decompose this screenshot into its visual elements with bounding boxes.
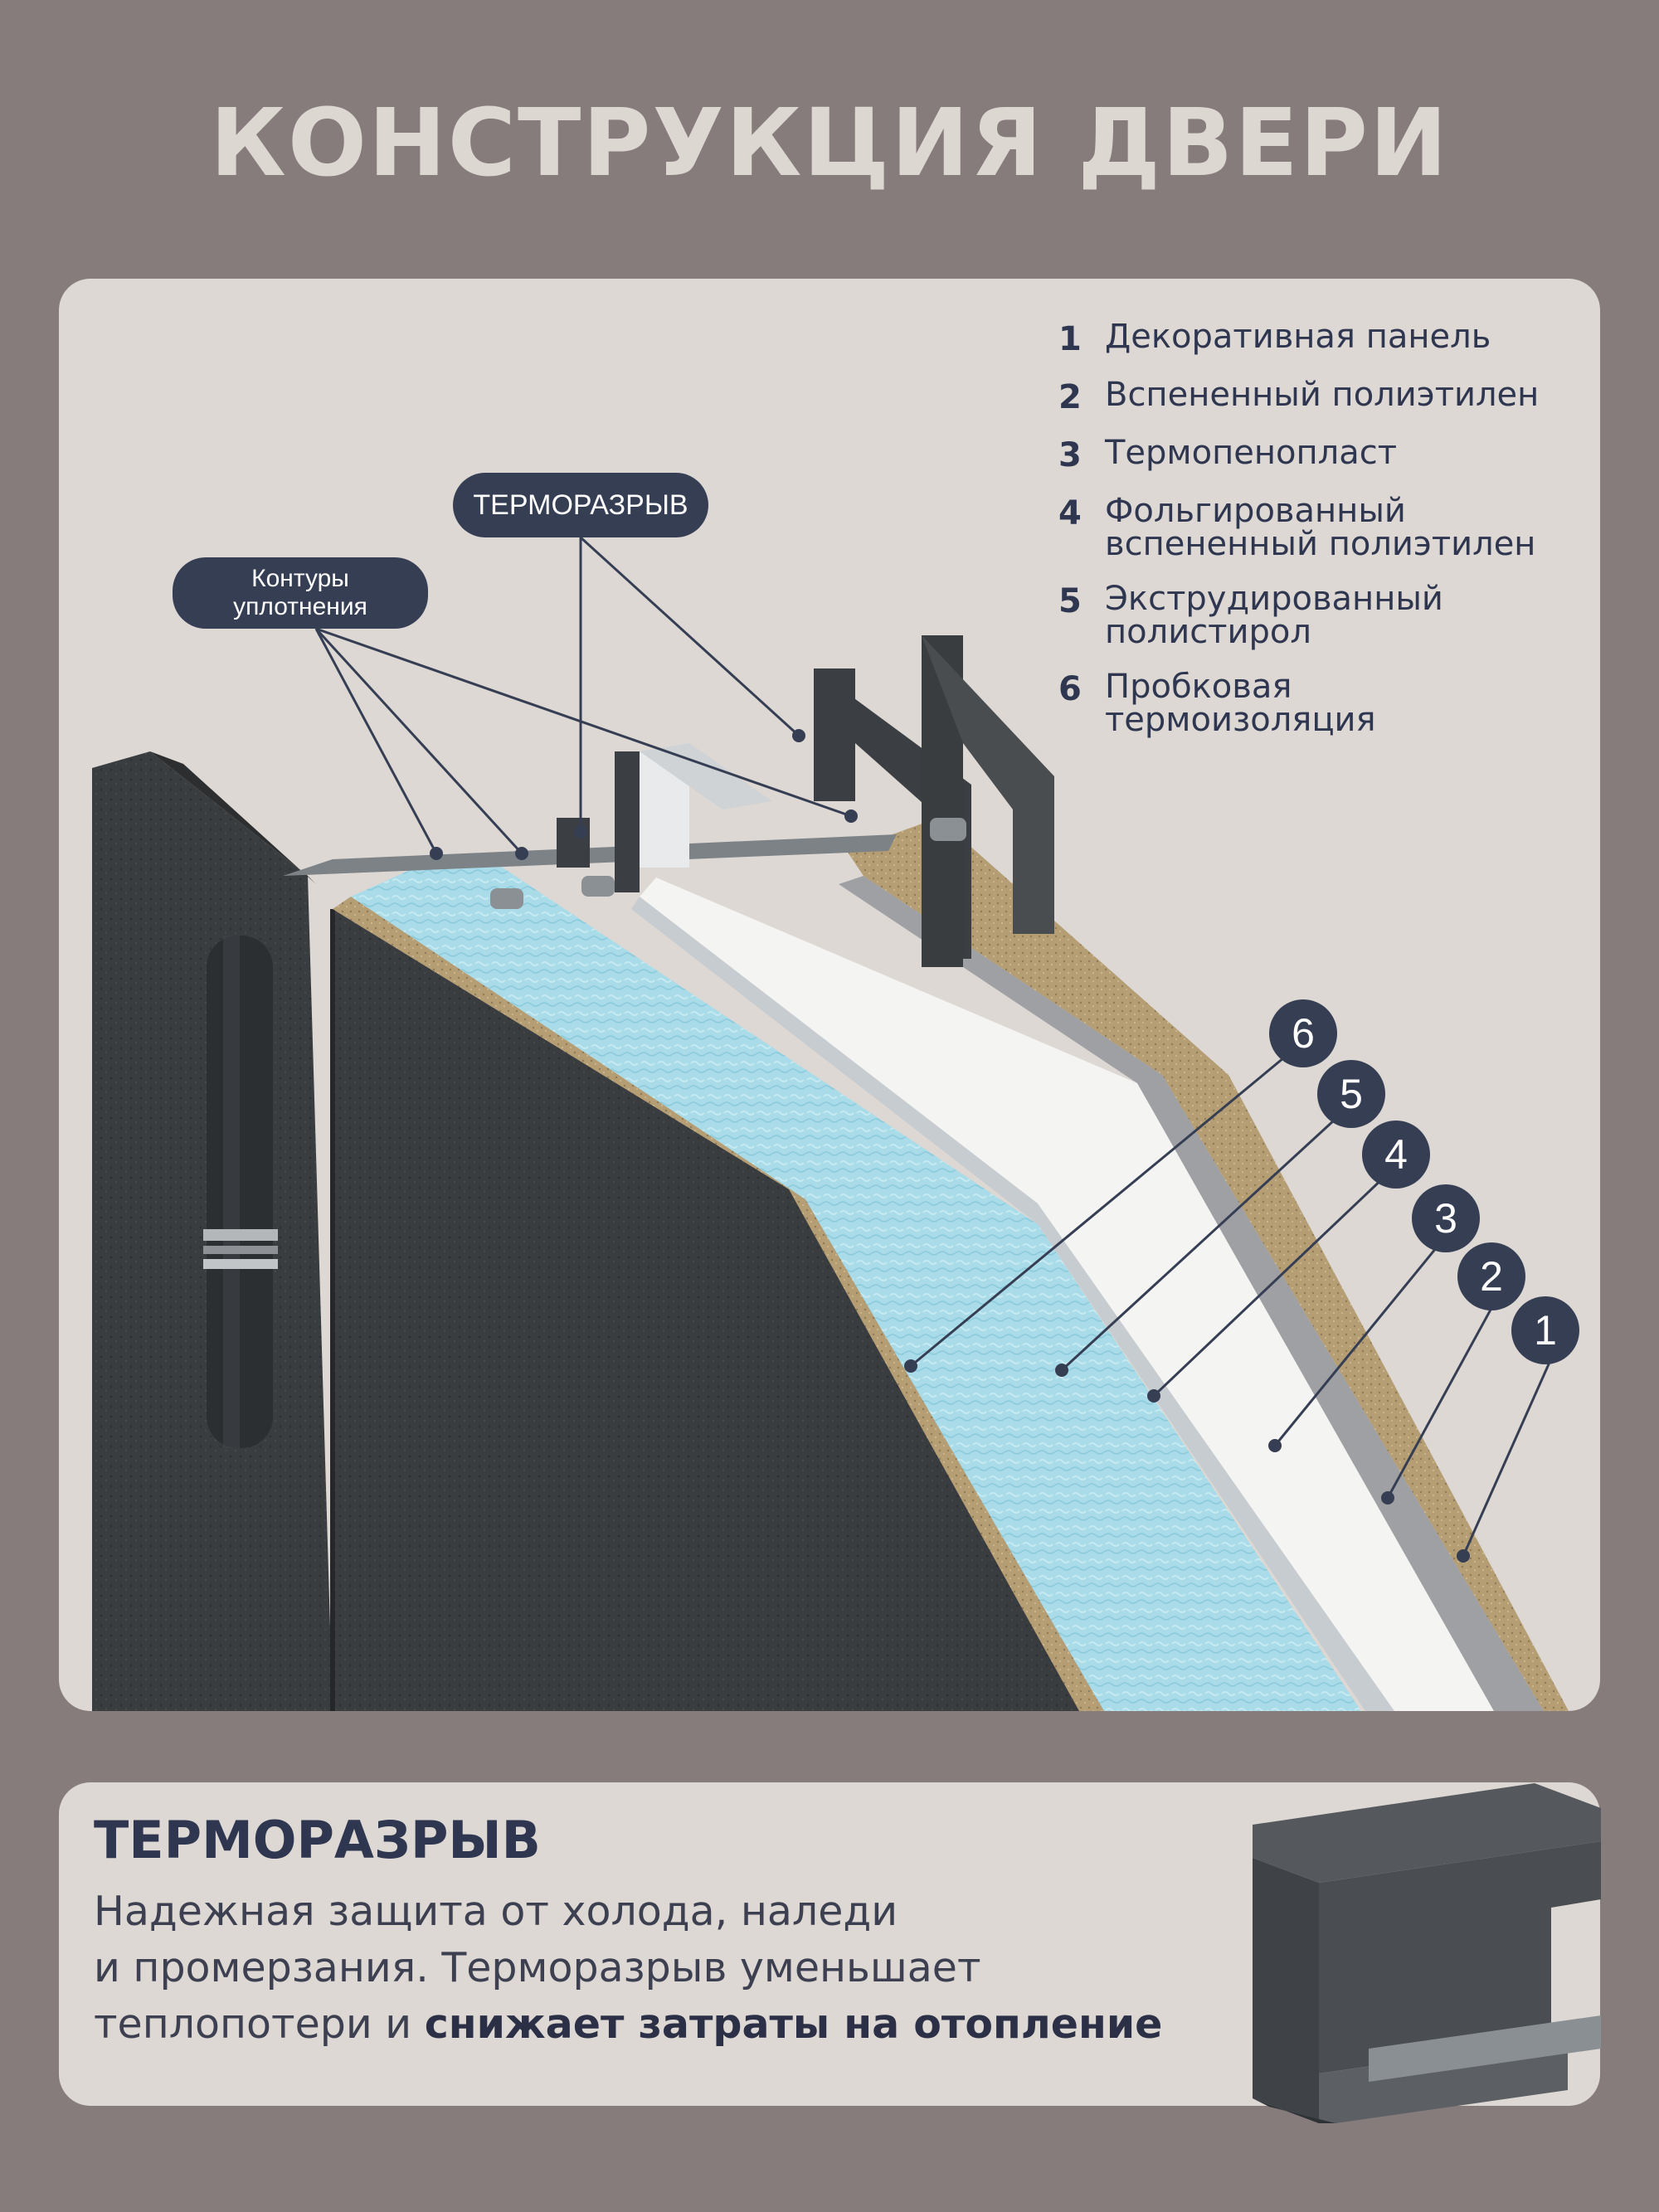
leader-dots xyxy=(430,729,1470,1563)
legend-label: Декоративная панель xyxy=(1105,318,1491,356)
legend-label: Пробковая термоизоляция xyxy=(1105,668,1376,739)
legend-label: Вспененный полиэтилен xyxy=(1105,376,1540,414)
layer-badge-2: 2 xyxy=(1457,1242,1525,1310)
frame-profile xyxy=(283,635,1054,967)
legend-number: 6 xyxy=(1058,670,1082,708)
layer-badge-5: 5 xyxy=(1317,1060,1385,1128)
legend-item: 5 Экструдированный полистирол xyxy=(1058,582,1589,649)
info-heading: ТЕРМОРАЗРЫВ xyxy=(94,1810,541,1870)
page-title: КОНСТРУКЦИЯ ДВЕРИ xyxy=(210,90,1449,197)
layer-badge-1: 1 xyxy=(1511,1296,1579,1364)
layer-badge-4: 4 xyxy=(1362,1121,1430,1189)
legend-number: 1 xyxy=(1058,320,1082,358)
legend-label: Фольгированный вспененный полиэтилен xyxy=(1105,492,1536,563)
layer-legend: 1 Декоративная панель 2 Вспененный полиэ… xyxy=(1058,320,1589,758)
legend-item: 6 Пробковая термоизоляция xyxy=(1058,670,1589,737)
info-text: Надежная защита от холода, наледи и пром… xyxy=(94,1884,1255,2053)
thermal-break-callout: ТЕРМОРАЗРЫВ xyxy=(453,473,708,537)
hinge xyxy=(203,936,278,1448)
legend-number: 3 xyxy=(1058,436,1082,474)
legend-item: 2 Вспененный полиэтилен xyxy=(1058,378,1589,415)
legend-number: 2 xyxy=(1058,378,1082,416)
door-cross-section-diagram xyxy=(92,536,1570,1711)
legend-number: 4 xyxy=(1058,494,1082,532)
layer-badge-3: 3 xyxy=(1412,1184,1480,1252)
seal-contours-callout: Контуры уплотнения xyxy=(173,557,428,629)
legend-label: Экструдированный полистирол xyxy=(1105,580,1443,651)
legend-number: 5 xyxy=(1058,582,1082,620)
leader-lines xyxy=(314,536,1570,1557)
legend-item: 1 Декоративная панель xyxy=(1058,320,1589,357)
layer-badge-6: 6 xyxy=(1269,999,1337,1067)
legend-label: Термопенопласт xyxy=(1105,434,1397,472)
info-text-bold: снижает затраты на отопление xyxy=(424,2001,1163,2048)
info-text-regular: Надежная защита от холода, наледи и пром… xyxy=(94,1888,981,2048)
legend-item: 3 Термопенопласт xyxy=(1058,436,1589,473)
diagram-panel: ТЕРМОРАЗРЫВ Контуры уплотнения 6 5 4 3 2… xyxy=(59,279,1600,1711)
insulation-layers xyxy=(333,818,1569,1711)
legend-item: 4 Фольгированный вспененный полиэтилен xyxy=(1058,494,1589,561)
thermal-break-profile-image xyxy=(1253,1783,1601,2123)
